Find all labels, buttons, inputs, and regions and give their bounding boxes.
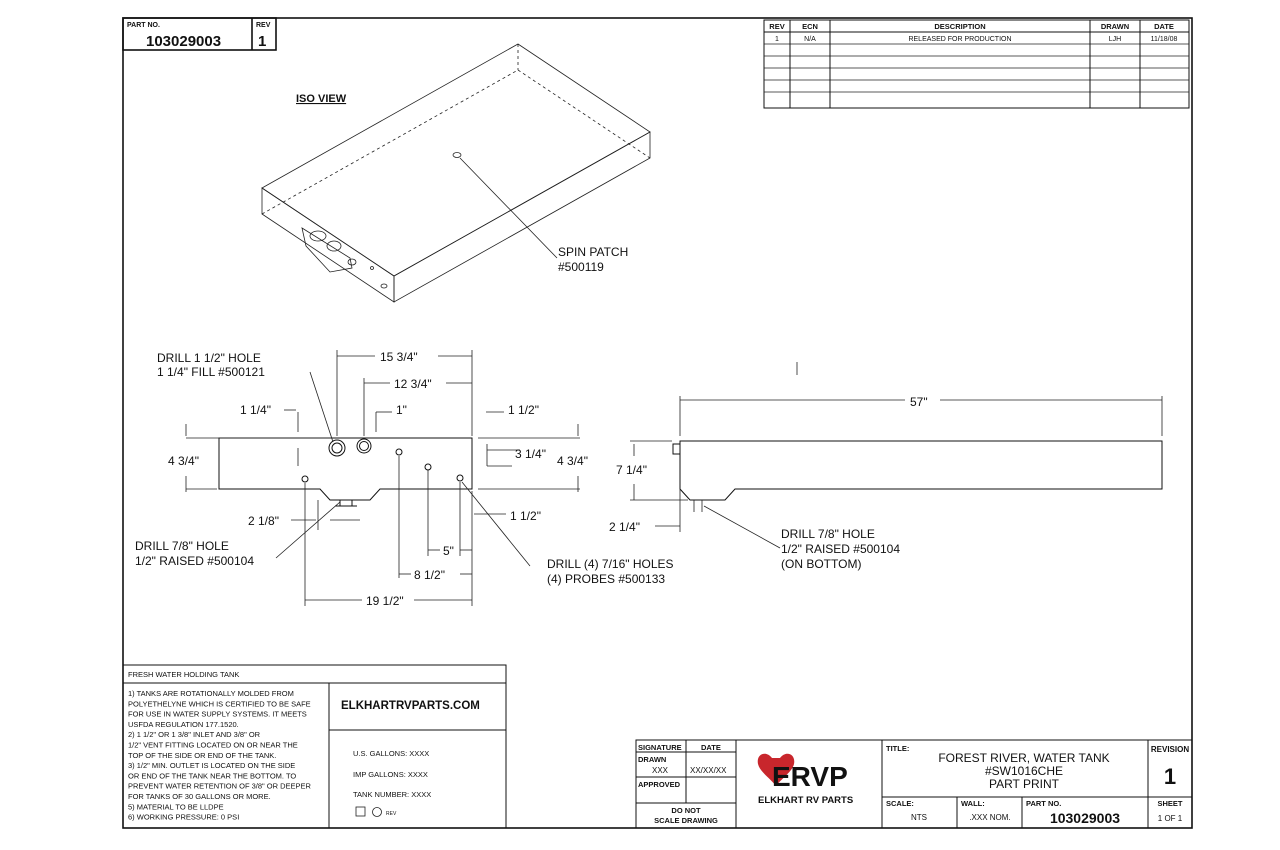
dim-5: 5": [443, 544, 454, 558]
dim-15-3-4: 15 3/4": [380, 350, 418, 364]
date-cell: 11/18/08: [1151, 36, 1178, 43]
wall-label: WALL:: [961, 799, 985, 808]
note-line: 1) TANKS ARE ROTATIONALLY MOLDED FROM: [128, 689, 294, 698]
drill-raised-part: 1/2" RAISED #500104: [135, 554, 254, 568]
note-line: USFDA REGULATION 177.1520.: [128, 720, 239, 729]
note-line: 3) 1/2" MIN. OUTLET IS LOCATED ON THE SI…: [128, 761, 295, 770]
title-line3: PART PRINT: [989, 777, 1060, 791]
title-part-no: 103029003: [1050, 810, 1120, 826]
drawn-value: XXX: [652, 766, 669, 775]
logo-text: ERVP: [772, 761, 848, 792]
drawn-label: DRAWN: [638, 755, 666, 764]
iso-view: ISO VIEW SPIN PATCH #500119: [261, 43, 651, 303]
dim-1-1-2-top: 1 1/2": [508, 403, 539, 417]
title-line2: #SW1016CHE: [985, 764, 1063, 778]
note-line: 2) 1 1/2" OR 1 3/8" INLET AND 3/8" OR: [128, 730, 261, 739]
rev-header: REV: [769, 22, 784, 31]
title-part-no-label: PART NO.: [1026, 799, 1061, 808]
note-line: PREVENT WATER RETENTION OF 3/8" OR DEEPE…: [128, 782, 312, 791]
tank-number: TANK NUMBER: XXXX: [353, 790, 431, 799]
note-line: 1/2" VENT FITTING LOCATED ON OR NEAR THE: [128, 741, 298, 750]
do-not-scale-line1: DO NOT: [671, 806, 701, 815]
dim-19-1-2: 19 1/2": [366, 594, 404, 608]
drawn-header: DRAWN: [1101, 22, 1129, 31]
side-drill-location: (ON BOTTOM): [781, 557, 861, 571]
ecn-cell: N/A: [804, 36, 816, 43]
wall-value: .XXX NOM.: [969, 813, 1010, 822]
note-line: OR END OF THE TANK NEAR THE BOTTOM. TO: [128, 771, 296, 780]
sheet-value: 1 OF 1: [1158, 814, 1183, 823]
spin-patch-number: #500119: [558, 260, 604, 274]
rev-value: 1: [258, 33, 266, 50]
note-line: FOR USE IN WATER SUPPLY SYSTEMS. IT MEET…: [128, 710, 307, 719]
dim-8-1-2: 8 1/2": [414, 568, 445, 582]
spin-patch-label: SPIN PATCH: [558, 245, 628, 259]
side-view: 57" 7 1/4" 2 1/4" DRILL 7/8" HOLE 1/2" R…: [609, 362, 1163, 571]
revision-table: REV ECN DESCRIPTION DRAWN DATE 1 N/A REL…: [763, 19, 1190, 109]
dim-1: 1": [396, 403, 407, 417]
part-no: 103029003: [146, 33, 221, 50]
drill-probes-part: (4) PROBES #500133: [547, 572, 665, 586]
do-not-scale-line2: SCALE DRAWING: [654, 816, 718, 825]
sheet-label: SHEET: [1157, 799, 1182, 808]
logo-subtitle: ELKHART RV PARTS: [758, 795, 853, 806]
dim-57: 57": [910, 395, 928, 409]
scale-label: SCALE:: [886, 799, 914, 808]
drill-raised-label: DRILL 7/8" HOLE: [135, 539, 229, 553]
note-line: 6) WORKING PRESSURE: 0 PSI: [128, 813, 239, 822]
date-label: DATE: [701, 743, 721, 752]
dim-2-1-8: 2 1/8": [248, 514, 279, 528]
revision-value: 1: [1164, 764, 1176, 789]
part-number-box: PART NO. 103029003 REV 1: [122, 17, 277, 51]
title-block: SIGNATURE DATE DRAWN XXX XX/XX/XX APPROV…: [635, 739, 1193, 829]
dim-1-1-2-bottom: 1 1/2": [510, 509, 541, 523]
part-no-label: PART NO.: [127, 22, 160, 29]
description-cell: RELEASED FOR PRODUCTION: [908, 36, 1011, 43]
note-line: POLYETHELYNE WHICH IS CERTIFIED TO BE SA…: [128, 699, 311, 708]
date-header: DATE: [1154, 22, 1174, 31]
note-line: FOR TANKS OF 30 GALLONS OR MORE.: [128, 792, 271, 801]
drill-fill-part: 1 1/4" FILL #500121: [157, 365, 265, 379]
ecn-header: ECN: [802, 22, 818, 31]
description-header: DESCRIPTION: [934, 22, 985, 31]
notes-title: FRESH WATER HOLDING TANK: [128, 670, 239, 679]
note-line: TOP OF THE SIDE OR END OF THE TANK.: [128, 751, 276, 760]
iso-view-title: ISO VIEW: [296, 93, 347, 105]
certification-icons: REV: [355, 806, 397, 817]
dim-4-3-4-left: 4 3/4": [168, 454, 199, 468]
dim-3-1-4: 3 1/4": [515, 447, 546, 461]
note-line: 5) MATERIAL TO BE LLDPE: [128, 802, 224, 811]
cert-mark: REV: [386, 811, 397, 817]
side-drill-part: 1/2" RAISED #500104: [781, 542, 900, 556]
title-line1: FOREST RIVER, WATER TANK: [938, 751, 1109, 765]
dim-1-1-4: 1 1/4": [240, 403, 271, 417]
drawn-date: XX/XX/XX: [690, 766, 727, 775]
side-drill-label: DRILL 7/8" HOLE: [781, 527, 875, 541]
scale-value: NTS: [911, 813, 927, 822]
rev-cell: 1: [775, 36, 779, 43]
dim-12-3-4: 12 3/4": [394, 377, 432, 391]
website-label: ELKHARTRVPARTS.COM: [341, 700, 480, 712]
imp-gallons: IMP GALLONS: XXXX: [353, 770, 428, 779]
ervp-logo: ERVP ELKHART RV PARTS: [757, 753, 853, 806]
top-view: DRILL 1 1/2" HOLE 1 1/4" FILL #500121 15…: [135, 350, 674, 608]
revision-label: REVISION: [1151, 745, 1189, 754]
signature-label: SIGNATURE: [638, 743, 682, 752]
dim-7-1-4: 7 1/4": [616, 463, 647, 477]
title-label: TITLE:: [886, 744, 909, 753]
drill-probes-label: DRILL (4) 7/16" HOLES: [547, 557, 674, 571]
drill-fill-label: DRILL 1 1/2" HOLE: [157, 351, 261, 365]
us-gallons: U.S. GALLONS: XXXX: [353, 749, 429, 758]
approved-label: APPROVED: [638, 780, 681, 789]
drawn-cell: LJH: [1109, 36, 1121, 43]
notes-block: FRESH WATER HOLDING TANK 1) TANKS ARE RO…: [122, 664, 507, 829]
dim-4-3-4-right: 4 3/4": [557, 454, 588, 468]
rev-label: REV: [256, 22, 271, 29]
dim-2-1-4: 2 1/4": [609, 520, 640, 534]
